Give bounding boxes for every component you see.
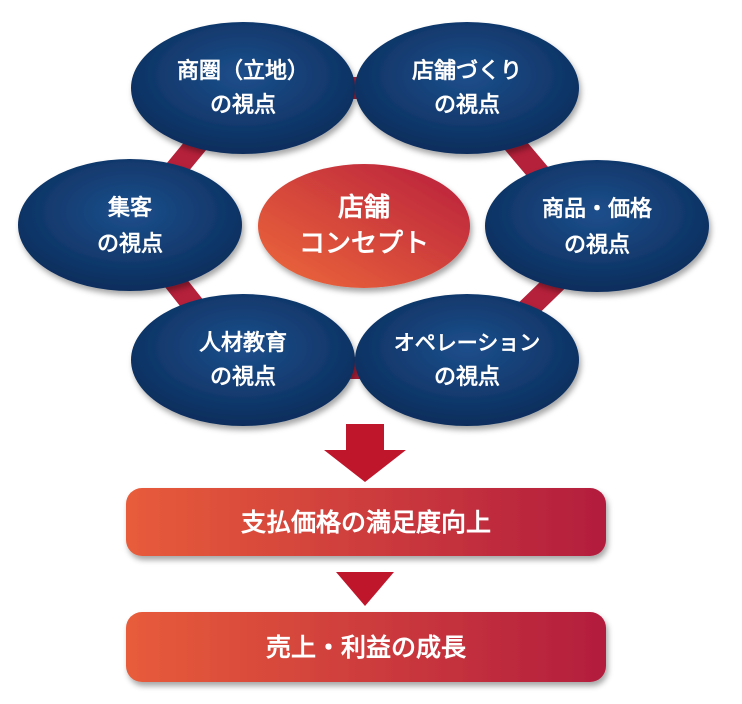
perspective-label-line1: 商圏（立地） — [177, 58, 309, 84]
center-label-line2: コンセプト — [299, 229, 429, 259]
outcome-bar-sales-profit: 売上・利益の成長 — [126, 612, 606, 682]
perspective-label-line2: の視点 — [434, 92, 500, 118]
perspective-label-line1: 商品・価格 — [542, 196, 653, 222]
down-arrow-icon — [324, 424, 406, 482]
perspective-label-line2: の視点 — [210, 92, 276, 118]
perspective-node-product-price: 商品・価格 の視点 — [485, 160, 709, 292]
outcome-label: 売上・利益の成長 — [266, 633, 467, 662]
perspective-label-line1: 店舗づくり — [412, 58, 522, 84]
perspective-label-line2: の視点 — [210, 364, 276, 390]
perspective-node-shoken: 商圏（立地） の視点 — [131, 22, 355, 154]
perspective-node-customer-attraction: 集客 の視点 — [18, 159, 242, 291]
perspective-node-operation: オペレーション の視点 — [355, 294, 579, 426]
perspective-node-staff-training: 人材教育 の視点 — [131, 294, 355, 426]
perspective-label-line2: の視点 — [434, 364, 500, 390]
perspective-label-line1: 人材教育 — [199, 330, 287, 356]
perspective-node-store-building: 店舗づくり の視点 — [355, 22, 579, 154]
outcome-label: 支払価格の満足度向上 — [241, 508, 491, 537]
outcome-bar-satisfaction: 支払価格の満足度向上 — [126, 488, 606, 556]
down-arrow-icon — [336, 572, 394, 606]
perspective-label-line1: 集客 — [107, 195, 153, 221]
perspective-label-line2: の視点 — [564, 232, 630, 258]
perspective-label-line1: オペレーション — [394, 331, 541, 355]
perspective-label-line2: の視点 — [97, 231, 163, 257]
center-node-store-concept: 店舗 コンセプト — [258, 164, 470, 288]
center-label-line1: 店舗 — [338, 193, 390, 223]
